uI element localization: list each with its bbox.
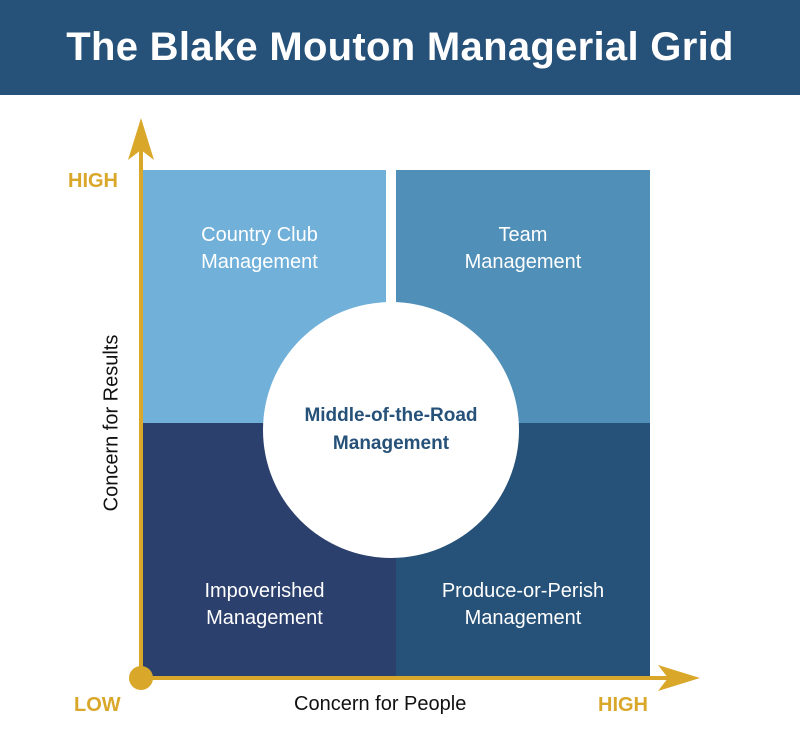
quadrant-label: Management [464,607,582,629]
origin-dot [129,666,153,690]
center-label: Management [332,433,450,454]
y-axis-arrow-icon [128,118,154,160]
quadrant-label: Management [464,251,582,273]
quadrant-label: Management [201,251,318,273]
x-high-label: HIGH [598,694,648,716]
center-label: Middle-of-the-Road [304,405,478,426]
quadrant-label: Impoverished [204,580,325,602]
page-title: The Blake Mouton Managerial Grid [66,25,734,69]
origin-low-label: LOW [74,694,121,716]
quadrant-label: Produce-or-Perish [441,580,605,602]
quadrant-label: Management [206,607,323,629]
quadrant-label: Team [498,224,548,246]
y-axis-title: Concern for Results [100,334,123,512]
quadrant-label: Country Club [201,224,318,246]
x-axis-title: Concern for People [294,693,467,715]
y-high-label: HIGH [68,170,118,192]
title-banner: The Blake Mouton Managerial Grid [0,0,800,95]
x-axis-arrow-icon [658,665,700,691]
